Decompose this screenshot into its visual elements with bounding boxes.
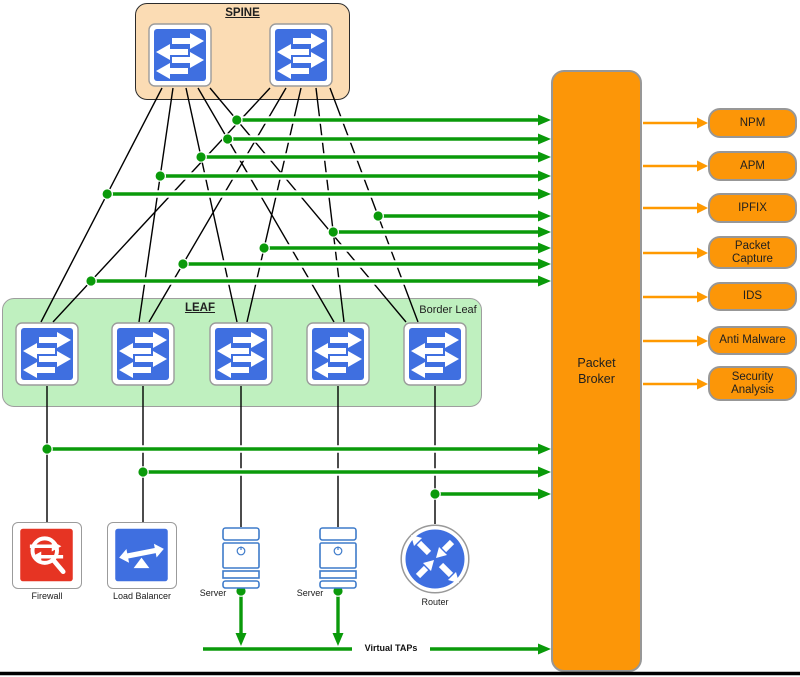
spine-leaf-link — [40, 87, 163, 323]
server-tap-arrowhead — [332, 633, 344, 646]
switch-icon — [306, 322, 370, 386]
tap-arrowhead — [538, 258, 551, 270]
firewall-icon — [17, 527, 76, 583]
tap-arrowhead — [538, 443, 551, 455]
server-device-1 — [222, 527, 260, 589]
tool-box-security-analysis: Security Analysis — [708, 366, 797, 401]
spine-leaf-link — [52, 87, 271, 323]
switch-icon — [209, 322, 273, 386]
border-leaf-switch — [403, 322, 467, 386]
tool-arrowhead — [697, 202, 708, 214]
tap-point-dot — [137, 466, 149, 478]
spine-leaf-link — [209, 87, 407, 323]
tap-arrowhead — [538, 466, 551, 478]
tool-label: IPFIX — [738, 201, 767, 214]
server-2-label: Server — [296, 588, 324, 598]
spine-leaf-link — [246, 87, 302, 323]
leaf-switch-2 — [111, 322, 175, 386]
tap-point-dot — [429, 488, 441, 500]
tool-arrowhead — [697, 335, 708, 347]
switch-icon — [148, 23, 212, 87]
tap-arrowhead — [538, 488, 551, 500]
tap-point-dot — [372, 210, 384, 222]
tool-label: Packet Capture — [732, 239, 773, 265]
virtual-taps-label: Virtual TAPs — [352, 643, 430, 653]
tool-box-ids: IDS — [708, 282, 797, 311]
tool-arrowhead — [697, 247, 708, 259]
switch-icon — [269, 23, 333, 87]
tool-box-apm: APM — [708, 151, 797, 181]
tool-arrowhead — [697, 378, 708, 390]
tool-arrowhead — [697, 160, 708, 172]
tap-arrowhead — [538, 170, 551, 182]
router-icon — [400, 524, 470, 594]
tool-label: NPM — [739, 116, 766, 129]
packet-broker: Packet Broker — [551, 70, 642, 672]
tool-arrowhead — [697, 117, 708, 129]
tap-point-dot — [327, 226, 340, 238]
switch-icon — [15, 322, 79, 386]
firewall-device — [12, 522, 82, 589]
server-tap-arrowhead — [235, 633, 247, 646]
tap-arrowhead — [538, 188, 551, 200]
load-balancer-device — [107, 522, 177, 589]
spine-switch-2 — [269, 23, 333, 87]
tap-arrowhead — [538, 226, 551, 238]
tool-box-ipfix: IPFIX — [708, 193, 797, 223]
spine-switch-1 — [148, 23, 212, 87]
switch-icon — [111, 322, 175, 386]
tap-point-dot — [85, 275, 97, 287]
packet-broker-label: Packet Broker — [577, 355, 616, 386]
border-leaf-label: Border Leaf — [419, 304, 477, 316]
tool-label: Security Analysis — [731, 370, 774, 396]
tap-point-dot — [231, 114, 243, 126]
tap-point-dot — [195, 151, 207, 163]
tap-arrowhead — [538, 114, 551, 126]
spine-leaf-link — [138, 87, 174, 323]
tool-box-anti-malware: Anti Malware — [708, 326, 797, 355]
server-1-label: Server — [199, 588, 227, 598]
server-icon — [222, 527, 260, 589]
leaf-title: LEAF — [184, 302, 216, 314]
spine-leaf-link — [148, 87, 287, 323]
spine-leaf-link — [315, 87, 345, 323]
tap-point-dot — [101, 188, 113, 200]
tap-point-dot — [41, 443, 53, 455]
tap-arrowhead — [538, 275, 551, 287]
leaf-switch-1 — [15, 322, 79, 386]
firewall-label: Firewall — [31, 591, 63, 601]
tool-box-npm: NPM — [708, 108, 797, 138]
spine-title: SPINE — [225, 7, 260, 19]
tap-arrowhead — [538, 643, 551, 655]
router-device — [400, 524, 470, 594]
leaf-switch-4 — [306, 322, 370, 386]
load-balancer-icon — [112, 527, 171, 583]
tool-label: APM — [740, 159, 765, 172]
tap-point-dot — [221, 133, 234, 145]
tap-arrowhead — [538, 242, 551, 254]
tap-point-dot — [154, 170, 167, 182]
load-balancer-label: Load Balancer — [112, 591, 172, 601]
router-label: Router — [421, 597, 449, 607]
spine-leaf-link — [185, 87, 238, 323]
tap-point-dot — [177, 258, 189, 270]
tool-arrowhead — [697, 291, 708, 303]
server-device-2 — [319, 527, 357, 589]
tool-box-packet-capture: Packet Capture — [708, 236, 797, 269]
tap-arrowhead — [538, 210, 551, 222]
server-icon — [319, 527, 357, 589]
tap-arrowhead — [538, 151, 551, 163]
spine-leaf-link — [197, 87, 335, 323]
tap-arrowhead — [538, 133, 551, 145]
tool-label: Anti Malware — [719, 334, 786, 347]
leaf-switch-3 — [209, 322, 273, 386]
switch-icon — [403, 322, 467, 386]
tool-label: IDS — [742, 290, 763, 303]
spine-leaf-link — [329, 87, 419, 323]
tap-point-dot — [258, 242, 270, 254]
